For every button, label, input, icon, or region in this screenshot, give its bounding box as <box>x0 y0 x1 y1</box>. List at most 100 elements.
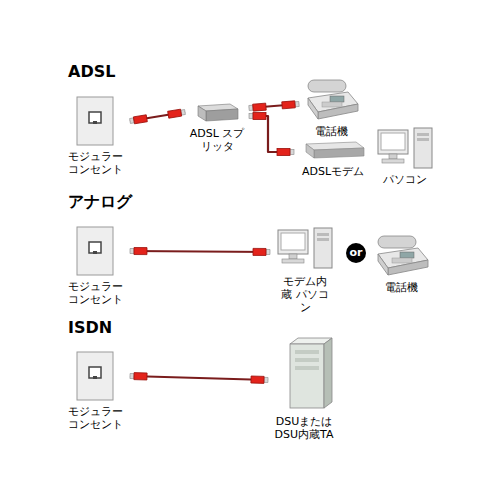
plug-body <box>251 376 264 383</box>
device-node: DSUまたは DSU内蔵TA <box>268 332 340 441</box>
section-title: ADSL <box>68 62 115 81</box>
section-title: アナログ <box>68 192 132 213</box>
plug-body <box>168 109 182 118</box>
pc-icon <box>372 126 438 170</box>
plug-body <box>253 113 266 120</box>
dsu-icon <box>268 332 340 412</box>
icon-polygon <box>198 106 206 121</box>
plug-body <box>253 248 266 255</box>
icon-rect <box>378 130 408 154</box>
icon-rect <box>378 236 416 248</box>
device-node: 電話機 <box>299 72 363 138</box>
device-node: ADSL スプリッタ <box>185 100 249 153</box>
icon-rect <box>77 97 113 145</box>
icon-polygon <box>314 148 364 158</box>
icon-rect <box>317 238 329 241</box>
device-node: モジュラー コンセント <box>60 350 130 431</box>
device-label: DSUまたは DSU内蔵TA <box>271 415 337 441</box>
pc-icon <box>270 226 340 272</box>
icon-rect <box>414 128 432 168</box>
plug-tip <box>130 374 134 379</box>
device-label: モジュラー コンセント <box>64 280 126 306</box>
section-title: ISDN <box>68 318 112 337</box>
plug-tip <box>130 249 134 254</box>
device-node: モデム内蔵 パソコン <box>270 226 340 314</box>
plug-body <box>277 149 290 156</box>
device-label: モジュラー コンセント <box>64 405 126 431</box>
device-node: モジュラー コンセント <box>60 95 130 176</box>
or-badge: or <box>346 243 366 263</box>
icon-g <box>77 227 113 275</box>
cable-line <box>130 376 268 380</box>
plug-tip <box>264 377 268 382</box>
phone-cable <box>130 248 270 256</box>
phone-icon <box>370 228 432 278</box>
device-label: モジュラー コンセント <box>64 150 126 176</box>
icon-g <box>290 338 332 408</box>
icon-rect <box>392 258 412 263</box>
icon-rect <box>295 358 319 362</box>
icon-rect <box>295 366 319 370</box>
plug-tip <box>290 150 294 155</box>
icon-rect <box>89 367 101 378</box>
plug-body <box>282 101 296 109</box>
device-node: パソコン <box>371 126 439 186</box>
icon-rect <box>382 159 404 163</box>
icon-polygon <box>378 254 388 275</box>
device-label: パソコン <box>373 173 437 186</box>
device-label: ADSLモデム <box>296 165 370 178</box>
plug-body <box>253 103 267 111</box>
icon-rect <box>322 102 342 107</box>
icon-polygon <box>308 98 318 119</box>
icon-rect <box>314 228 332 268</box>
phone-cable <box>249 101 299 111</box>
icon-g <box>77 352 113 400</box>
icon-g <box>308 80 358 119</box>
device-node: 電話機 <box>369 228 433 294</box>
icon-rect <box>77 227 113 275</box>
icon-rect <box>295 350 319 354</box>
plug-tip <box>249 114 253 119</box>
icon-rect <box>289 254 297 259</box>
device-label: 電話機 <box>371 281 431 294</box>
icon-rect <box>317 233 329 236</box>
phone-cable <box>130 109 186 124</box>
icon-g <box>278 228 332 268</box>
icon-rect <box>417 138 429 141</box>
phone-icon <box>300 72 362 122</box>
icon-rect <box>400 252 414 258</box>
icon-rect <box>417 133 429 136</box>
plug-body <box>133 115 147 124</box>
plug-tip <box>266 249 270 254</box>
plug-body <box>134 248 147 255</box>
splitter-icon <box>186 100 248 124</box>
cable-line <box>249 116 294 152</box>
icon-rect <box>93 251 97 254</box>
device-label: 電話機 <box>301 125 361 138</box>
icon-g <box>77 97 113 145</box>
icon-rect <box>308 80 346 92</box>
icon-rect <box>89 242 101 253</box>
device-label: モデム内蔵 パソコン <box>279 275 331 314</box>
device-node: モジュラー コンセント <box>60 225 130 306</box>
device-label: ADSL スプリッタ <box>187 127 247 153</box>
device-node: ADSLモデム <box>294 138 372 178</box>
icon-rect <box>278 230 308 254</box>
icon-rect <box>93 121 97 124</box>
icon-rect <box>290 344 324 408</box>
icon-g <box>306 142 364 158</box>
outlet-icon <box>60 95 130 147</box>
plug-body <box>134 373 147 380</box>
outlet-icon <box>60 225 130 277</box>
phone-cable <box>130 373 268 384</box>
cable-line <box>130 251 270 252</box>
modem-icon <box>296 138 370 162</box>
icon-rect <box>389 154 397 159</box>
icon-rect <box>330 96 344 102</box>
icon-g <box>378 128 432 168</box>
icon-rect <box>93 376 97 379</box>
icon-rect <box>381 133 405 150</box>
phone-cable <box>249 113 294 156</box>
icon-rect <box>77 352 113 400</box>
